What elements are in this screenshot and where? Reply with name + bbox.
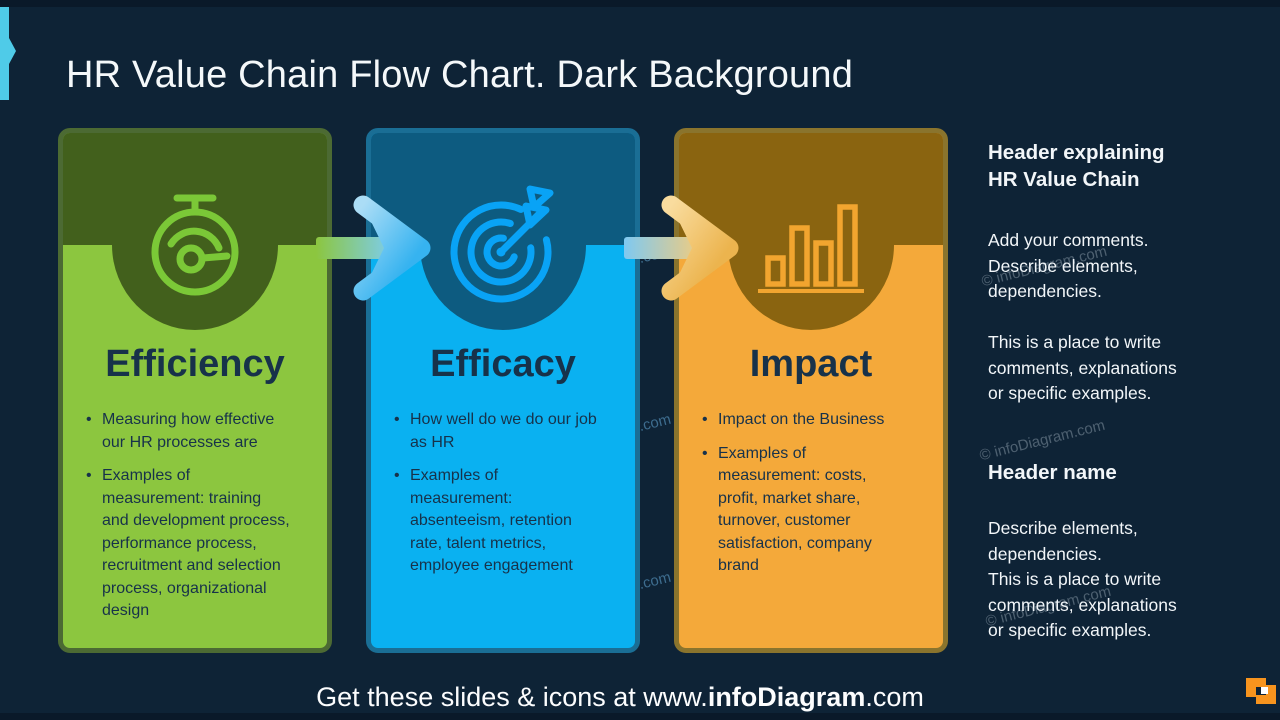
panel-paragraph-3: Describe elements, dependencies. This is… <box>988 518 1177 640</box>
card-impact-bullets: Impact on the Business Examples of measu… <box>701 409 931 589</box>
card-efficacy: Efficacy How well do we do our job as HR… <box>366 128 640 653</box>
card-efficacy-bullets: How well do we do our job as HR Examples… <box>393 409 623 589</box>
card-efficiency: Efficiency Measuring how effective our H… <box>58 128 332 653</box>
panel-paragraph-1: Add your comments. Describe elements, de… <box>988 230 1149 301</box>
flow-arrow-icon <box>316 195 431 301</box>
card-impact-header-band <box>679 133 943 245</box>
bullet-item: Examples of measurement: training and de… <box>85 465 315 623</box>
slide-top-edge <box>0 0 1280 7</box>
footer-brand: infoDiagram <box>707 682 866 712</box>
card-efficiency-bullets: Measuring how effective our HR processes… <box>85 409 315 634</box>
infodiagram-logo-icon <box>1246 678 1276 704</box>
cyan-ribbon-accent <box>0 6 16 100</box>
card-impact: Impact Impact on the Business Examples o… <box>674 128 948 653</box>
panel-paragraph-2: This is a place to write comments, expla… <box>988 332 1177 403</box>
card-efficiency-title: Efficiency <box>105 343 285 385</box>
footer-text-prefix: Get these slides & icons at www. <box>316 682 708 712</box>
bullet-item: How well do we do our job as HR <box>393 409 623 454</box>
panel-header-2: Header name <box>988 461 1117 484</box>
target-icon <box>450 185 554 303</box>
footer-banner: Get these slides & icons at www.infoDiag… <box>0 682 1280 713</box>
bullet-item: Impact on the Business <box>701 409 931 432</box>
flow-arrow-icon <box>624 195 739 301</box>
card-efficacy-header-band <box>371 133 635 245</box>
panel-header-1: Header explaining HR Value Chain <box>988 141 1165 191</box>
page-title: HR Value Chain Flow Chart. Dark Backgrou… <box>66 54 854 97</box>
stopwatch-icon <box>151 194 239 296</box>
footer-text-suffix: .com <box>865 682 924 712</box>
bar-chart-icon <box>758 204 864 293</box>
bullet-item: Measuring how effective our HR processes… <box>85 409 315 454</box>
slide-bottom-edge <box>0 713 1280 720</box>
card-efficiency-header-band <box>63 133 327 245</box>
bullet-item: Examples of measurement: costs, profit, … <box>701 443 931 578</box>
card-impact-title: Impact <box>749 343 873 385</box>
watermark: © infoDiagram.com <box>977 416 1107 465</box>
card-efficacy-title: Efficacy <box>430 343 576 385</box>
bullet-item: Examples of measurement: absenteeism, re… <box>393 465 623 578</box>
